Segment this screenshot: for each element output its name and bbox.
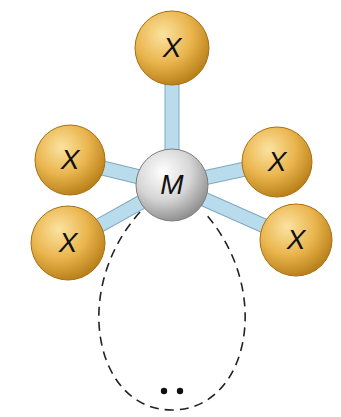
bond-group (204, 169, 246, 178)
electron-dot (177, 388, 183, 394)
atom-label: X (287, 226, 306, 254)
sphere-fill (260, 204, 332, 276)
electron-dot (161, 388, 167, 394)
atom-label: X (59, 229, 78, 257)
sphere-fill (242, 127, 312, 197)
ligand-atom: X (259, 203, 333, 277)
sphere-fill (31, 206, 105, 280)
sphere-fill (35, 125, 105, 195)
bond-group (101, 168, 140, 178)
bond-outline (98, 201, 143, 226)
atom-label: M (160, 171, 183, 199)
bond (98, 201, 143, 226)
sphere-fill (135, 11, 209, 85)
bond-outline (165, 82, 180, 152)
ligand-atom: X (134, 10, 210, 86)
bond (101, 168, 140, 178)
bond-group (98, 201, 143, 226)
sphere-fill (136, 149, 208, 221)
bond-outline (202, 198, 266, 226)
bond-group (172, 82, 173, 152)
atom-label: X (61, 146, 80, 174)
lone-pair-lobe (99, 212, 245, 410)
atom-label: X (163, 34, 182, 62)
metal-atom: M (135, 148, 209, 222)
bond-group (202, 198, 266, 226)
bond (166, 82, 179, 152)
ligand-atom: X (30, 205, 106, 281)
ligand-atom: X (241, 126, 313, 198)
atom-label: X (268, 148, 287, 176)
bond (204, 169, 246, 178)
bond (202, 198, 266, 226)
ligand-atom: X (34, 124, 106, 196)
bond-outline (204, 169, 246, 178)
bond-outline (101, 168, 140, 178)
